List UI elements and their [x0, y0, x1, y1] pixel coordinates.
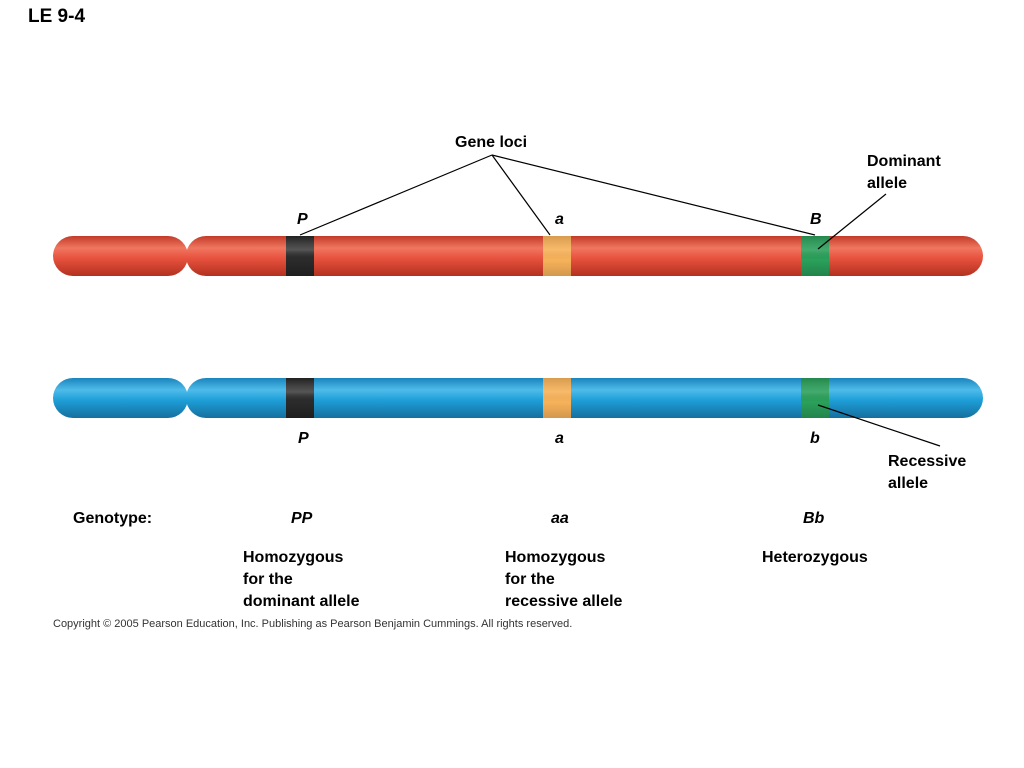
bottom-allele-p: P — [298, 430, 309, 447]
bottom-chromosome — [53, 378, 983, 418]
copyright-notice: Copyright © 2005 Pearson Education, Inc.… — [53, 618, 573, 630]
leader-line-locus-p — [299, 154, 493, 236]
genotype-description-aa-line3: recessive allele — [505, 593, 623, 610]
genotype-description-pp-line2: for the — [243, 571, 293, 588]
leader-line-locus-a — [491, 154, 551, 236]
top-locus-band-p-shade — [286, 236, 314, 276]
genotype-code-bb: Bb — [803, 510, 825, 527]
top-allele-p: P — [297, 211, 308, 228]
genotype-description-aa-line1: Homozygous — [505, 549, 606, 566]
top-chromosome-short-arm — [53, 236, 188, 276]
recessive-allele-pointer — [817, 404, 941, 447]
bottom-chromosome-long-arm — [186, 378, 983, 418]
genotype-code-aa: aa — [551, 510, 569, 527]
recessive-allele-label-line1: Recessive — [888, 453, 967, 470]
dominant-allele-pointer — [817, 193, 887, 250]
gene-loci-leader-lines — [299, 154, 816, 236]
genotype-description-aa: Homozygous for the recessive allele — [505, 547, 622, 613]
figure-title: LE 9-4 — [28, 6, 86, 27]
top-allele-b: B — [810, 211, 822, 228]
dominant-allele-label-line1: Dominant — [867, 153, 941, 170]
genotype-description-pp-line3: dominant allele — [243, 593, 360, 610]
leader-line-locus-b — [491, 154, 816, 236]
genotype-description-bb: Heterozygous — [762, 547, 868, 569]
bottom-allele-a: a — [555, 430, 564, 447]
top-allele-a: a — [555, 211, 564, 228]
genotype-description-pp-line1: Homozygous — [243, 549, 344, 566]
recessive-allele-label-line2: allele — [888, 475, 929, 492]
dominant-allele-label: Dominant allele — [867, 151, 941, 195]
bottom-chromosome-short-arm — [53, 378, 188, 418]
genotype-label: Genotype: — [73, 510, 153, 527]
genotype-code-pp: PP — [291, 510, 313, 527]
top-locus-band-b-shade — [801, 236, 829, 276]
bottom-locus-band-b-shade — [801, 378, 829, 418]
bottom-locus-band-p-shade — [286, 378, 314, 418]
bottom-locus-band-a-shade — [543, 378, 571, 418]
genotype-description-bb-line1: Heterozygous — [762, 549, 868, 566]
genotype-description-pp: Homozygous for the dominant allele — [243, 547, 359, 613]
recessive-allele-label: Recessive allele — [888, 451, 966, 495]
top-chromosome — [53, 236, 983, 276]
bottom-allele-b: b — [810, 430, 820, 447]
gene-loci-label: Gene loci — [455, 134, 528, 151]
genotype-description-aa-line2: for the — [505, 571, 555, 588]
top-locus-band-a-shade — [543, 236, 571, 276]
dominant-allele-label-line2: allele — [867, 175, 908, 192]
top-chromosome-long-arm — [186, 236, 983, 276]
